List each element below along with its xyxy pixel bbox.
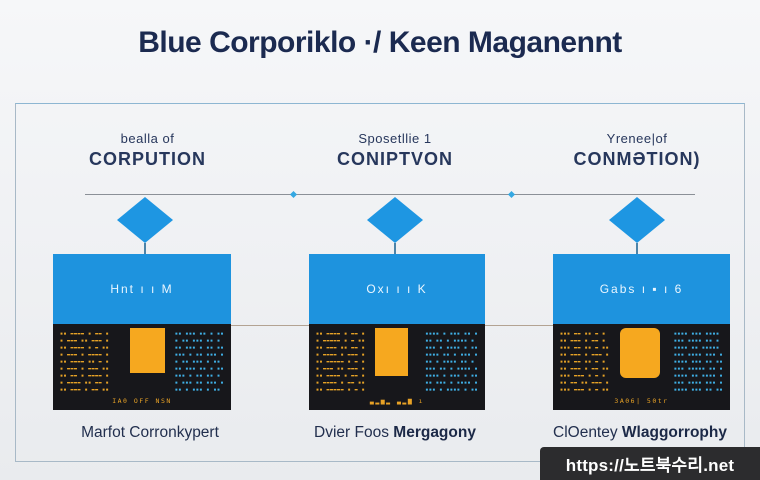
card-3-screen-panel: ▪▪▪ ▬▬ ▪▪ ▬ ▪ ▪▪ ▬▬▬ ▪ ▬▬ ▪ ▪▪▪ ▬▬ ▪▪ ▬ … <box>553 324 730 410</box>
card-2-panel-caption: ▃▂▅▂ ▃▂▆ ı <box>369 397 425 405</box>
footer-1-text: Marfot Corronkypert <box>81 424 219 441</box>
card-1-panel-caption: IA0 OFF NSN <box>112 397 172 405</box>
column-header-1-subtitle: bealla of <box>120 131 175 146</box>
column-footer-label-2: Dvier Foos Mergagony <box>280 424 510 442</box>
card-link-line <box>231 325 309 326</box>
footer-3-text: ClOentey <box>553 424 622 441</box>
card-3-highlight-rect <box>620 328 660 378</box>
column-header-1: bealla of CORPUTION <box>35 131 260 170</box>
card-3-data-rows-left: ▪▪▪ ▬▬ ▪▪ ▬ ▪ ▪▪ ▬▬▬ ▪ ▬▬ ▪ ▪▪▪ ▬▬ ▪▪ ▬ … <box>560 331 610 393</box>
card-2-data-rows-right: ▪▪▪▪ ▪ ▪▪▪ ▪▪ ▪ ▪▪ ▪▪ ▪ ▪▪▪▪ ▪ ▪▪▪ ▪ ▪▪▪… <box>425 331 478 393</box>
flow-stem <box>144 243 146 255</box>
column-header-3-subtitle: Yrenee|of <box>606 131 668 146</box>
flow-stem <box>636 243 638 255</box>
card-3-header: Gabs ı ▪ ı 6 <box>553 254 730 324</box>
footer-3-bold-text: Wlaggorrophy <box>621 424 727 441</box>
column-header-2-subtitle: Sposetllie 1 <box>358 131 432 146</box>
card-2-highlight-rect <box>375 328 408 376</box>
dashboard-card-3: Gabs ı ▪ ı 6 ▪▪▪ ▬▬ ▪▪ ▬ ▪ ▪▪ ▬▬▬ ▪ ▬▬ ▪… <box>553 254 730 410</box>
card-1-data-rows-left: ▪▪ ▬▬▬▬ ▪ ▬▬ ▪ ▪ ▬▬▬ ▪▪ ▬▬▬ ▪ ▪▪ ▬▬▬▬ ▪ … <box>60 331 110 393</box>
footer-2-text: Dvier Foos <box>314 424 394 441</box>
card-1-header: Hnt ı ı M <box>53 254 231 324</box>
card-1-screen-panel: ▪▪ ▬▬▬▬ ▪ ▬▬ ▪ ▪ ▬▬▬ ▪▪ ▬▬▬ ▪ ▪▪ ▬▬▬▬ ▪ … <box>53 324 231 410</box>
card-3-panel-caption: 3A06| 50tr <box>614 397 669 405</box>
card-2-screen-panel: ▪▪ ▬▬▬▬ ▪ ▬▬ ▪ ▪ ▬▬▬▬▬ ▪ ▬ ▪▪ ▪▪ ▬▬▬ ▪▪ … <box>309 324 485 410</box>
diagram-frame <box>15 103 745 462</box>
column-header-3: Yrenee|of CONMƏTION) <box>527 131 747 170</box>
flow-connector-line <box>85 194 695 195</box>
flow-stem <box>394 243 396 255</box>
footer-2-bold-text: Mergagony <box>393 424 476 441</box>
card-link-line <box>485 325 553 326</box>
column-footer-label-3: ClOentey Wlaggorrophy <box>527 424 753 442</box>
card-3-data-rows-right: ▪▪▪▪ ▪▪▪ ▪▪▪▪ ▪▪▪ ▪▪▪▪ ▪▪ ▪ ▪▪▪▪ ▪▪ ▪▪▪▪… <box>673 331 723 393</box>
card-1-highlight-rect <box>130 328 165 373</box>
column-header-3-title: CONMƏTION) <box>573 149 701 169</box>
watermark-url: https://노트북수리.net <box>540 447 760 480</box>
dashboard-card-2: Oxı ı ı K ▪▪ ▬▬▬▬ ▪ ▬▬ ▪ ▪ ▬▬▬▬▬ ▪ ▬ ▪▪ … <box>309 254 485 410</box>
card-2-data-rows-left: ▪▪ ▬▬▬▬ ▪ ▬▬ ▪ ▪ ▬▬▬▬▬ ▪ ▬ ▪▪ ▪▪ ▬▬▬ ▪▪ … <box>316 331 366 393</box>
card-1-data-rows-right: ▪▪ ▪▪▪ ▪▪ ▪ ▪▪ ▪ ▪▪ ▪▪▪ ▪▪ ▪ ▪▪ ▪▪▪ ▪ ▪▪… <box>174 331 224 393</box>
column-header-1-title: CORPUTION <box>89 149 206 169</box>
column-header-2-title: CONIPTVON <box>336 149 453 169</box>
card-2-header: Oxı ı ı K <box>309 254 485 324</box>
column-header-2: Sposetllie 1 CONIPTVON <box>285 131 505 170</box>
dashboard-card-1: Hnt ı ı M ▪▪ ▬▬▬▬ ▪ ▬▬ ▪ ▪ ▬▬▬ ▪▪ ▬▬▬ ▪ … <box>53 254 231 410</box>
page-title: Blue Corporiklo ·/ Keen Maganennt <box>138 26 622 59</box>
column-footer-label-1: Marfot Corronkypert <box>35 424 265 442</box>
